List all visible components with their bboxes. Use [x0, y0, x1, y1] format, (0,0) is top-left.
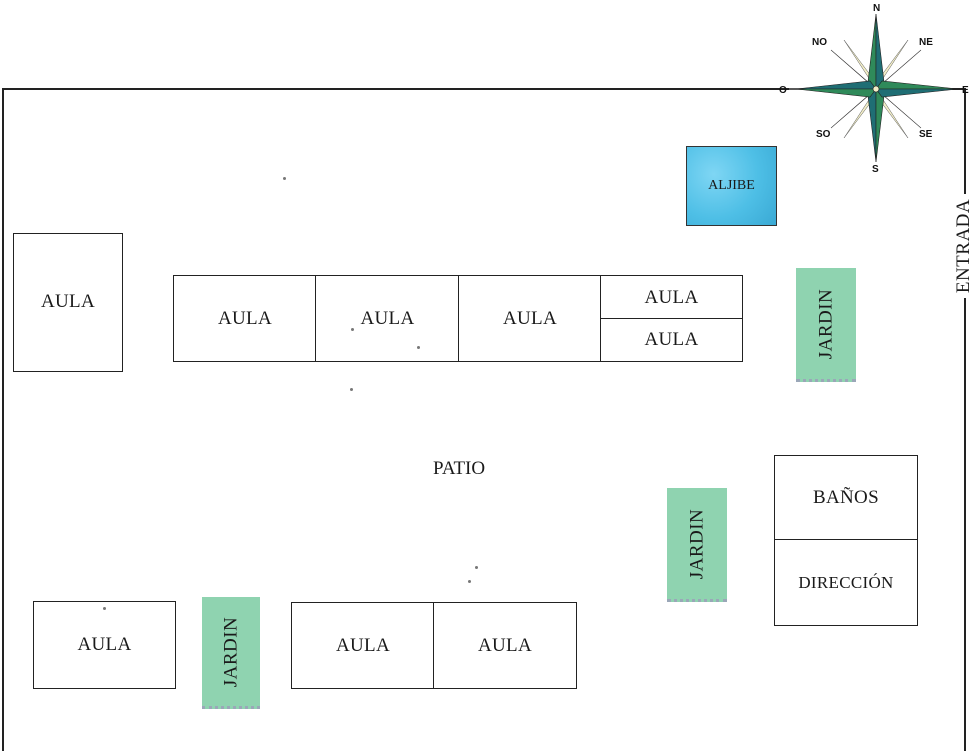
room-label: AULA: [644, 286, 699, 308]
room-label: DIRECCIÓN: [798, 572, 894, 592]
room-aula-north-4-upper: AULA: [600, 275, 743, 320]
scan-speck: [283, 177, 286, 180]
room-aula-north-4-lower: AULA: [600, 318, 743, 362]
compass-point-o: [795, 80, 877, 90]
garden-label: JARDIN: [815, 288, 836, 359]
garden-label: JARDIN: [220, 616, 241, 687]
garden-center: JARDIN: [667, 488, 727, 602]
compass-point-n: [867, 13, 877, 90]
room-label: AULA: [218, 307, 272, 329]
compass-point-e: [875, 80, 959, 90]
compass-label-e: E: [962, 85, 969, 96]
aljibe-label: ALJIBE: [708, 178, 755, 193]
room-aula-north-1: AULA: [173, 275, 317, 362]
compass-label-n: N: [873, 3, 880, 14]
room-label: AULA: [503, 307, 557, 329]
entrance-label: ENTRADA: [953, 198, 974, 294]
garden-label: JARDIN: [686, 508, 707, 579]
compass-rose: N S E O NE NO SE SO: [779, 3, 969, 175]
room-label: AULA: [41, 290, 95, 312]
compass-label-s: S: [872, 164, 879, 175]
room-aula-south-west: AULA: [33, 601, 176, 689]
room-label: BAÑOS: [813, 487, 879, 508]
room-aula-north-3: AULA: [458, 275, 602, 362]
room-aula-west: AULA: [13, 233, 123, 372]
compass-label-se: SE: [919, 129, 933, 140]
room-aula-south-1: AULA: [291, 602, 435, 689]
compass-point-s: [867, 88, 877, 163]
room-label: AULA: [360, 307, 415, 329]
scan-speck: [351, 328, 354, 331]
scan-speck: [475, 566, 478, 569]
room-banos: BAÑOS: [774, 455, 918, 541]
scan-speck: [417, 346, 420, 349]
boundary-east-wall-north: [964, 88, 966, 194]
boundary-top-wall-east: [952, 88, 966, 90]
compass-label-ne: NE: [919, 37, 933, 48]
entrance: ENTRADA: [944, 194, 975, 298]
room-label: AULA: [336, 634, 390, 656]
room-aula-north-2: AULA: [315, 275, 460, 362]
room-label: AULA: [478, 634, 532, 656]
scan-speck: [468, 580, 471, 583]
scan-speck: [103, 607, 106, 610]
compass-label-so: SO: [816, 129, 831, 140]
room-direccion: DIRECCIÓN: [774, 539, 918, 626]
room-label: AULA: [644, 329, 699, 350]
boundary-east-wall-south: [964, 298, 966, 751]
garden-south: JARDIN: [202, 597, 260, 709]
patio-label: PATIO: [433, 458, 486, 479]
scan-speck: [350, 388, 353, 391]
compass-label-o: O: [779, 85, 787, 96]
boundary-west-wall: [2, 88, 4, 751]
aljibe-water-tank: ALJIBE: [686, 146, 777, 226]
compass-label-no: NO: [812, 37, 827, 48]
garden-north: JARDIN: [796, 268, 856, 382]
room-label: AULA: [77, 634, 132, 655]
boundary-top-wall: [2, 88, 789, 90]
room-aula-south-2: AULA: [433, 602, 577, 689]
